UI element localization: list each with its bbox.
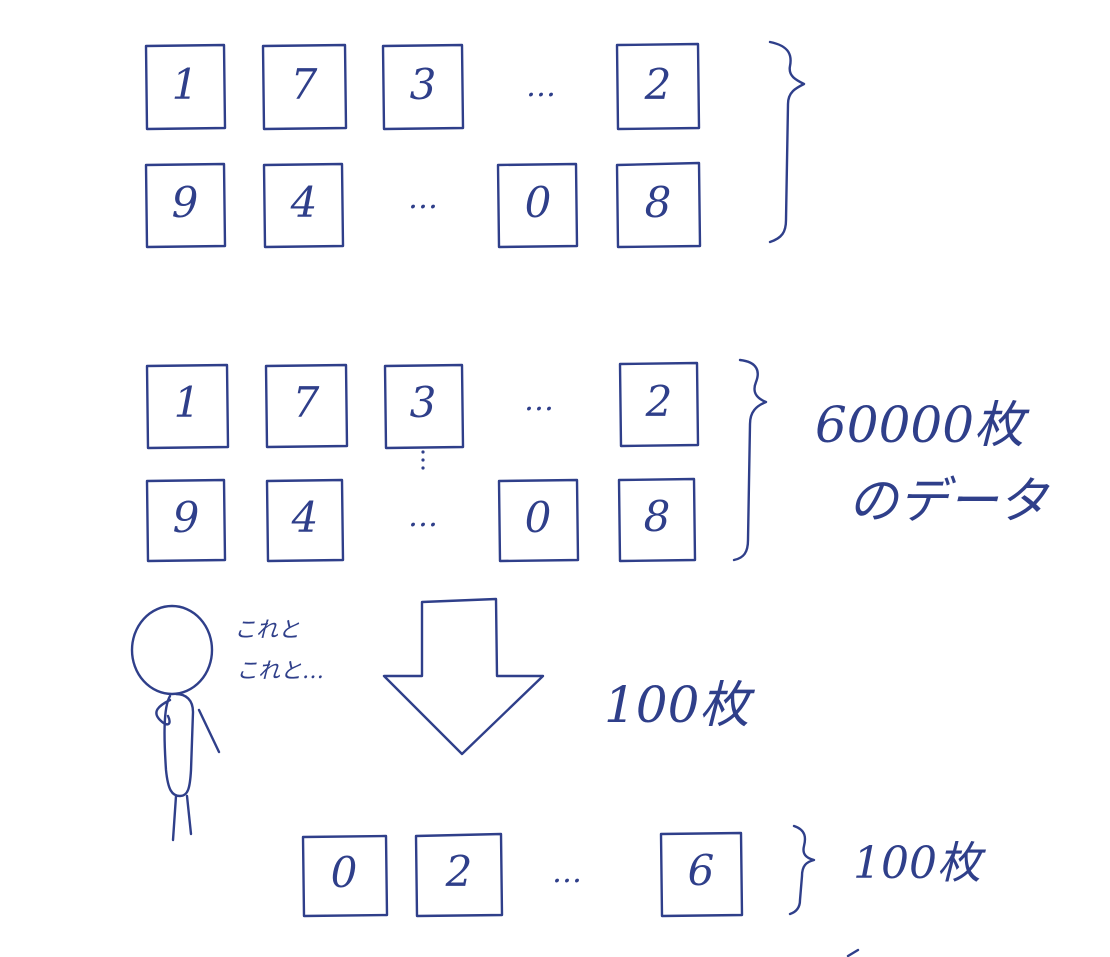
arrow-count-label: 100枚: [604, 676, 755, 734]
card-digit: 4: [291, 493, 319, 542]
card: 3: [381, 43, 465, 131]
card: 3: [383, 363, 465, 450]
bottom-count-label: 100枚: [853, 838, 986, 889]
card: 1: [145, 363, 230, 450]
dot: [421, 466, 425, 470]
label-data-suffix: のデータ: [848, 472, 1050, 530]
group-top: 1 7 3 … 2 9 4 … 0 8: [144, 40, 806, 249]
brace: [732, 358, 768, 562]
ellipsis: …: [408, 499, 440, 534]
card: 6: [659, 831, 744, 918]
card-digit: 2: [445, 847, 473, 896]
speech-line-1: これと: [234, 618, 300, 643]
card: 9: [145, 478, 227, 563]
card-digit: 8: [644, 492, 671, 541]
card: 2: [615, 42, 701, 131]
card: 2: [618, 361, 700, 448]
card-digit: 0: [525, 178, 552, 227]
ellipsis: …: [552, 855, 584, 890]
figure-leg-right: [185, 794, 193, 836]
speech-line-2: これと…: [236, 659, 324, 684]
brace: [768, 40, 806, 244]
card-digit: 9: [172, 178, 199, 227]
figure-head: [130, 604, 214, 696]
card-digit: 0: [525, 493, 552, 542]
card: 4: [262, 162, 345, 249]
card: 1: [144, 43, 227, 131]
card-digit: 1: [174, 378, 201, 427]
down-arrow-icon: [382, 597, 545, 756]
card-digit: 6: [688, 846, 715, 895]
card-digit: 8: [645, 178, 672, 227]
card-digit: 7: [291, 60, 318, 109]
brace: [788, 824, 816, 916]
figure-body: [163, 692, 195, 798]
card-digit: 3: [410, 378, 437, 427]
dot: [421, 458, 425, 462]
card: 0: [496, 162, 579, 249]
card-digit: 4: [290, 178, 318, 227]
card-digit: 7: [293, 378, 320, 427]
group-bottom: 0 2 … 6 100枚: [301, 824, 986, 918]
card-digit: 1: [172, 60, 199, 109]
card: 2: [414, 832, 504, 918]
card: 7: [264, 363, 349, 449]
ellipsis: …: [526, 69, 558, 104]
card-digit: 2: [644, 60, 672, 109]
card: 8: [615, 161, 702, 249]
card: 9: [144, 162, 227, 249]
figure-arm-right: [197, 708, 221, 754]
card: 0: [301, 834, 389, 918]
card-digit: 0: [331, 848, 358, 897]
card-digit: 3: [410, 60, 437, 109]
stick-figure: これと これと…: [130, 604, 324, 842]
label-data-count: 60000枚: [815, 396, 1030, 454]
card: 4: [265, 478, 345, 563]
card: 0: [497, 478, 580, 563]
card-digit: 9: [173, 493, 200, 542]
card-digit: 2: [645, 377, 673, 426]
dot: [421, 450, 425, 454]
figure-arm-left: [155, 698, 172, 726]
ellipsis: …: [408, 181, 440, 216]
figure-leg-left: [171, 794, 178, 842]
card: 7: [261, 43, 348, 131]
ellipsis: …: [524, 383, 556, 418]
group-middle: 1 7 3 … 2 9 4 … 0: [145, 358, 1050, 563]
stray-mark: [846, 948, 860, 957]
selection-arrow: 100枚: [382, 597, 755, 756]
card: 8: [617, 477, 697, 563]
